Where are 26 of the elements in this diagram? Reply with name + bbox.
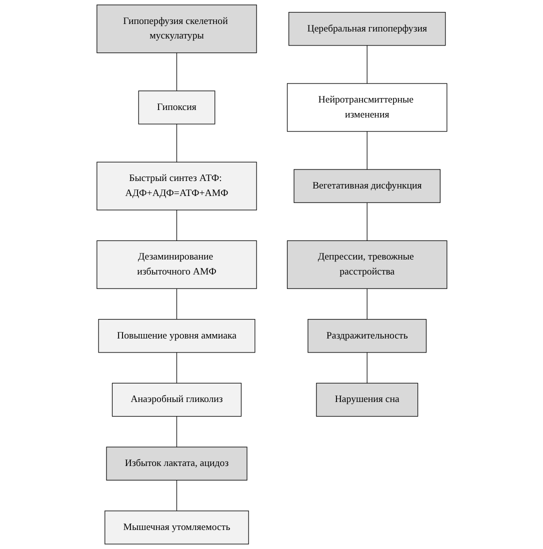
node-box: Анаэробный гликолиз: [112, 382, 242, 417]
node-box: Избыток лактата, ацидоз: [106, 446, 247, 481]
connector: [176, 210, 177, 242]
node-box: Повышение уровня аммиака: [98, 319, 255, 353]
node-box: Дезаминирование избыточного АМФ: [96, 240, 256, 289]
node-box: Раздражительность: [307, 319, 426, 353]
connector: [176, 52, 177, 92]
node-box: Нарушения сна: [316, 382, 418, 417]
connector: [176, 288, 177, 320]
node-box: Гипоксия: [138, 90, 215, 124]
node-box: Вегетативная дисфункция: [293, 169, 440, 203]
connector: [366, 202, 367, 242]
connector: [366, 131, 367, 170]
node-box: Гипоперфузия скелетной мускулатуры: [96, 4, 256, 54]
node-box: Мышечная утомляемость: [104, 510, 248, 544]
connector: [176, 416, 177, 448]
node-box: Нейротрансмиттерные изменения: [286, 83, 447, 132]
node-box: Церебральная гипоперфузия: [288, 12, 446, 46]
connector: [366, 45, 367, 84]
connector: [366, 288, 367, 320]
node-box: Быстрый синтез АТФ: АДФ+АДФ=АТФ+АМФ: [96, 162, 256, 210]
node-box: Депрессии, тревожные расстройства: [286, 240, 447, 289]
connector: [176, 480, 177, 512]
connector: [176, 352, 177, 384]
connector: [366, 352, 367, 384]
connector: [176, 124, 177, 162]
